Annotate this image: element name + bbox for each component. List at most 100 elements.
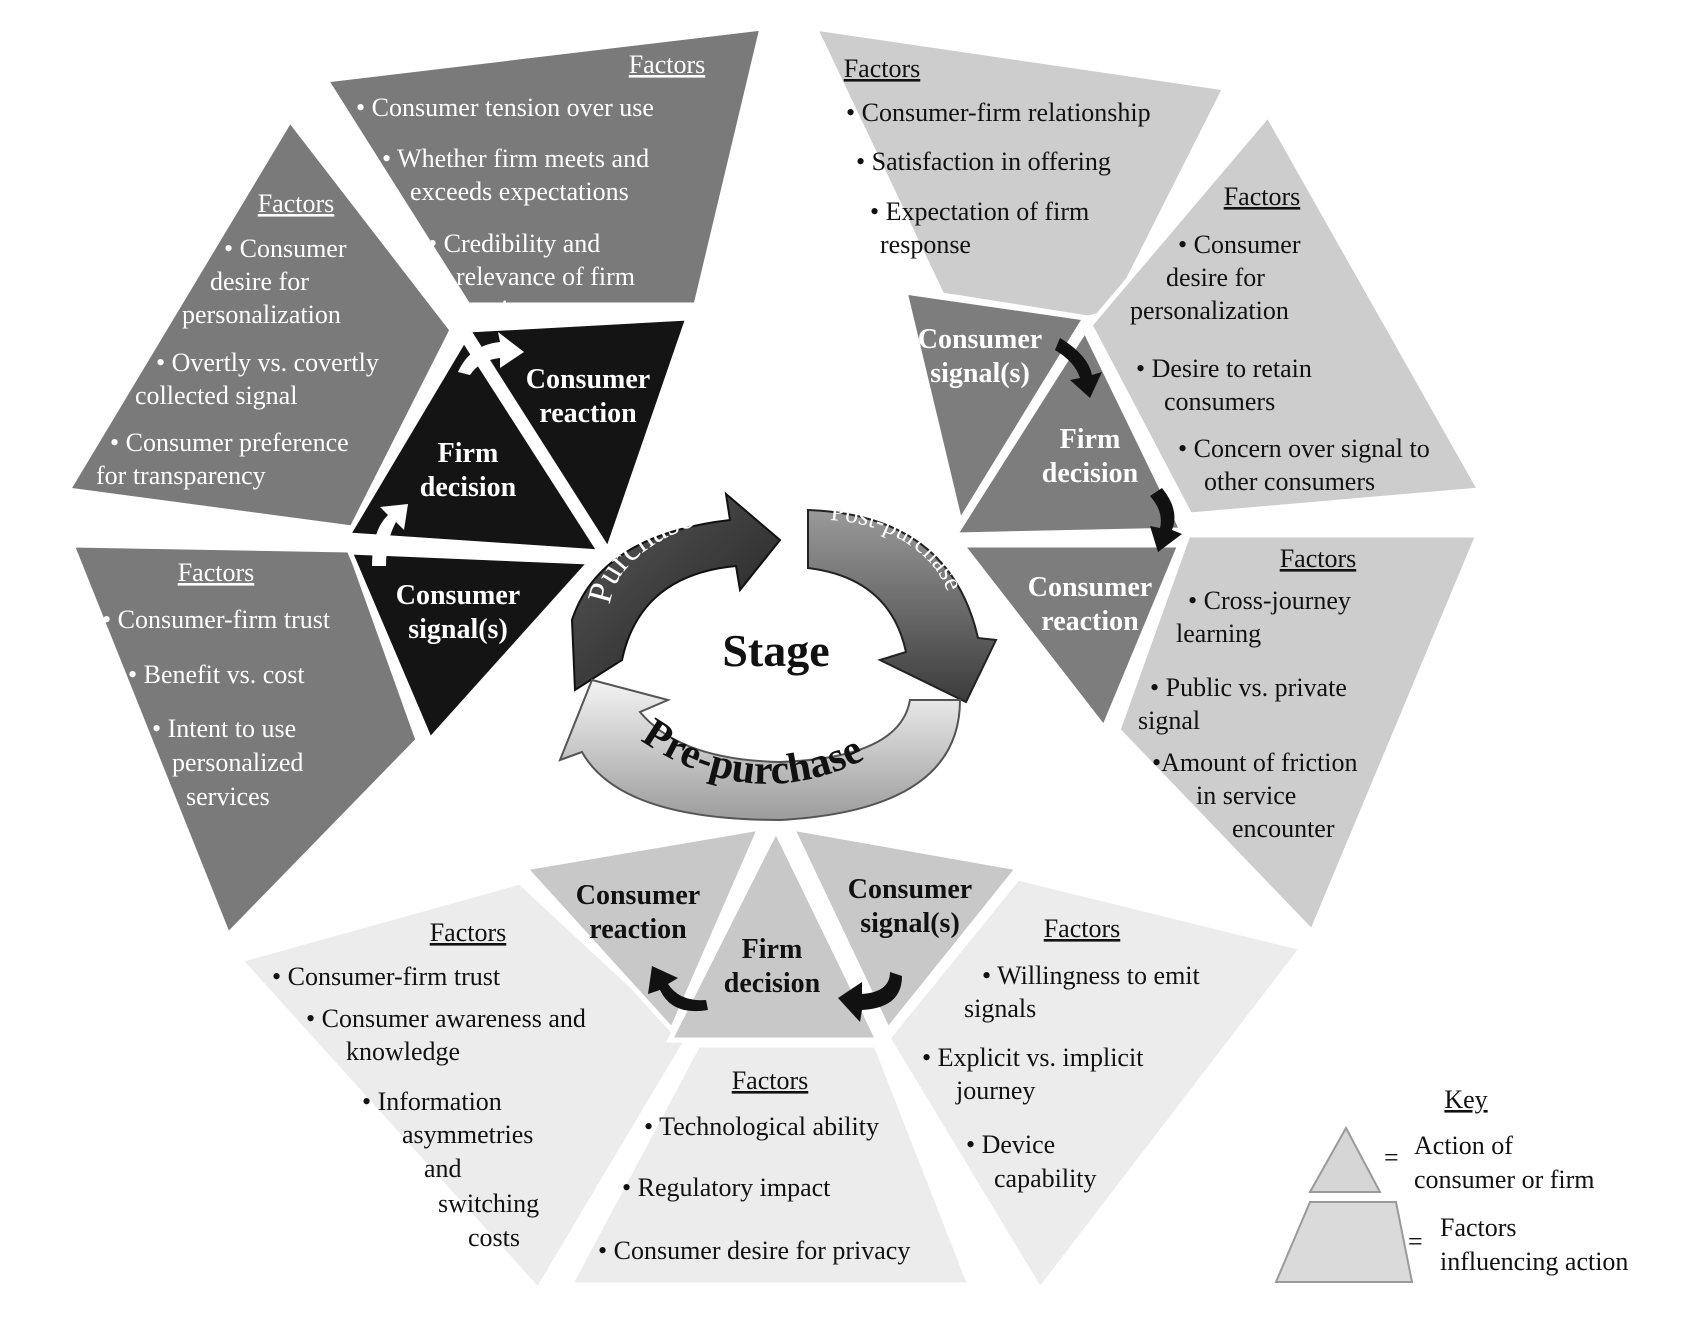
factor-line: • Consumer-firm trust [272, 962, 501, 991]
factor-line: and [424, 1154, 462, 1183]
factor-line: knowledge [346, 1037, 460, 1066]
factors-heading: Factors [258, 189, 335, 218]
factor-line: • Benefit vs. cost [128, 660, 305, 689]
purchase-decision-to-reaction-arrow [458, 332, 524, 375]
factor-line: • Consumer [224, 234, 347, 263]
post-decision-label-2: decision [1042, 458, 1139, 489]
factor-line: • Concern over signal to [1178, 434, 1430, 463]
factor-line: • Device [966, 1130, 1055, 1159]
factor-line: • Intent to use [152, 714, 296, 743]
purchase-decision-triangle [343, 335, 605, 555]
factor-line: • Desire to retain [1136, 354, 1312, 383]
post-factors-reaction-text: Factors • Cross-journey learning • Publi… [1138, 544, 1358, 843]
post-purchase-stage [810, 24, 1485, 937]
pre-decision-label-2: decision [724, 968, 821, 999]
key-legend: Key = Action of consumer or firm = Facto… [1274, 1085, 1628, 1283]
factor-line: relevance of firm [456, 262, 635, 291]
factor-line: learning [1176, 619, 1261, 648]
factor-line: desire for [210, 267, 309, 296]
factor-line: • Consumer desire for privacy [598, 1236, 910, 1265]
purchase-signal-to-decision-arrow [372, 504, 408, 566]
purchase-factors-reaction-text: Factors • Consumer tension over use • Wh… [356, 50, 705, 324]
factor-line: • Consumer [1178, 230, 1301, 259]
factor-line: • Consumer tension over use [356, 93, 654, 122]
factor-line: • Expectation of firm [870, 197, 1089, 226]
factors-heading: Factors [629, 50, 706, 79]
pre-factors-signal-panel [884, 875, 1307, 1295]
post-decision-triangle [950, 324, 1186, 538]
purchase-signal-label-1: Consumer [396, 580, 520, 611]
factor-line: journey [955, 1076, 1035, 1105]
pre-purchase-arrow [558, 678, 962, 822]
post-reaction-label-1: Consumer [1028, 572, 1152, 603]
factor-line: • Credibility and [428, 229, 600, 258]
factor-line: asymmetries [402, 1120, 533, 1149]
post-signal-to-decision-arrow [1055, 338, 1102, 398]
factor-line: response [880, 230, 971, 259]
factor-line: signal [1138, 706, 1200, 735]
post-signal-label-1: Consumer [918, 324, 1042, 355]
post-factors-decision-panel [1087, 110, 1485, 518]
factor-line: •Amount of friction [1152, 748, 1358, 777]
factors-heading: Factors [1224, 182, 1301, 211]
factor-line: exceeds expectations [410, 177, 629, 206]
key-action-triangle-icon [1308, 1125, 1382, 1193]
pre-reaction-triangle [520, 824, 765, 1035]
key-factors-equals: = [1408, 1227, 1423, 1256]
factor-line: consumers [1164, 387, 1275, 416]
pre-decision-triangle [665, 824, 882, 1043]
purchase-reaction-triangle [463, 315, 692, 556]
factors-heading: Factors [844, 54, 921, 83]
factor-line: • Whether firm meets and [382, 144, 649, 173]
pre-factors-reaction-text: Factors • Consumer-firm trust • Consumer… [272, 918, 586, 1252]
key-factors-label-1: Factors [1440, 1213, 1517, 1242]
key-action-equals: = [1384, 1143, 1399, 1172]
post-factors-reaction-panel [1115, 532, 1482, 937]
post-reaction-label-2: reaction [1041, 606, 1139, 637]
factor-line: • Consumer-firm relationship [846, 98, 1151, 127]
post-factors-signal-text: Factors • Consumer-firm relationship • S… [844, 54, 1151, 259]
factor-line: • Overtly vs. covertly [156, 348, 379, 377]
purchase-decision-label-2: decision [420, 472, 517, 503]
post-signal-triangle [901, 288, 1090, 529]
purchase-factors-decision-text: Factors • Consumer desire for personaliz… [96, 189, 379, 490]
factor-line: collected signal [135, 381, 297, 410]
factor-line: action [471, 295, 535, 324]
post-reaction-triangle [956, 542, 1184, 733]
factor-line: personalization [1130, 296, 1289, 325]
pre-decision-label-1: Firm [742, 934, 803, 965]
pre-reaction-label-1: Consumer [576, 880, 700, 911]
factors-heading: Factors [1280, 544, 1357, 573]
factor-line: signals [964, 994, 1036, 1023]
factor-line: • Information [362, 1087, 502, 1116]
key-factors-trapezoid-icon [1274, 1201, 1414, 1283]
purchase-factors-reaction-panel [321, 25, 766, 308]
pre-decision-to-reaction-arrow [648, 966, 708, 1012]
factor-line: in service [1196, 781, 1296, 810]
key-action-label-2: consumer or firm [1414, 1165, 1595, 1194]
factor-line: • Explicit vs. implicit [922, 1043, 1144, 1072]
post-signal-label-2: signal(s) [930, 358, 1030, 389]
pre-factors-decision-panel [565, 1042, 974, 1288]
factor-line: other consumers [1204, 467, 1375, 496]
post-factors-decision-text: Factors • Consumer desire for personaliz… [1130, 182, 1430, 496]
key-factors-label-2: influencing action [1440, 1247, 1628, 1276]
pre-signal-label-1: Consumer [848, 874, 972, 905]
post-action-labels: Consumer signal(s) Firm decision Consume… [918, 324, 1152, 637]
post-purchase-arrow [807, 508, 998, 704]
pre-factors-decision-text: Factors • Technological ability • Regula… [598, 1066, 910, 1265]
factor-line: • Technological ability [644, 1112, 879, 1141]
purchase-signal-triangle [346, 549, 596, 745]
stage-cycle: Stage Purchase Post-purchase Pre-purchas… [558, 491, 998, 822]
factor-line: • Satisfaction in offering [856, 147, 1111, 176]
purchase-reaction-label-1: Consumer [526, 364, 650, 395]
factor-line: • Willingness to emit [982, 961, 1201, 990]
factor-line: for transparency [96, 461, 266, 490]
factor-line: • Consumer-firm trust [102, 605, 331, 634]
factor-line: switching [438, 1189, 539, 1218]
stage-center-label: Stage [722, 625, 829, 676]
purchase-signal-label-2: signal(s) [408, 614, 508, 645]
pre-signal-label-2: signal(s) [860, 908, 960, 939]
factors-heading: Factors [732, 1066, 809, 1095]
